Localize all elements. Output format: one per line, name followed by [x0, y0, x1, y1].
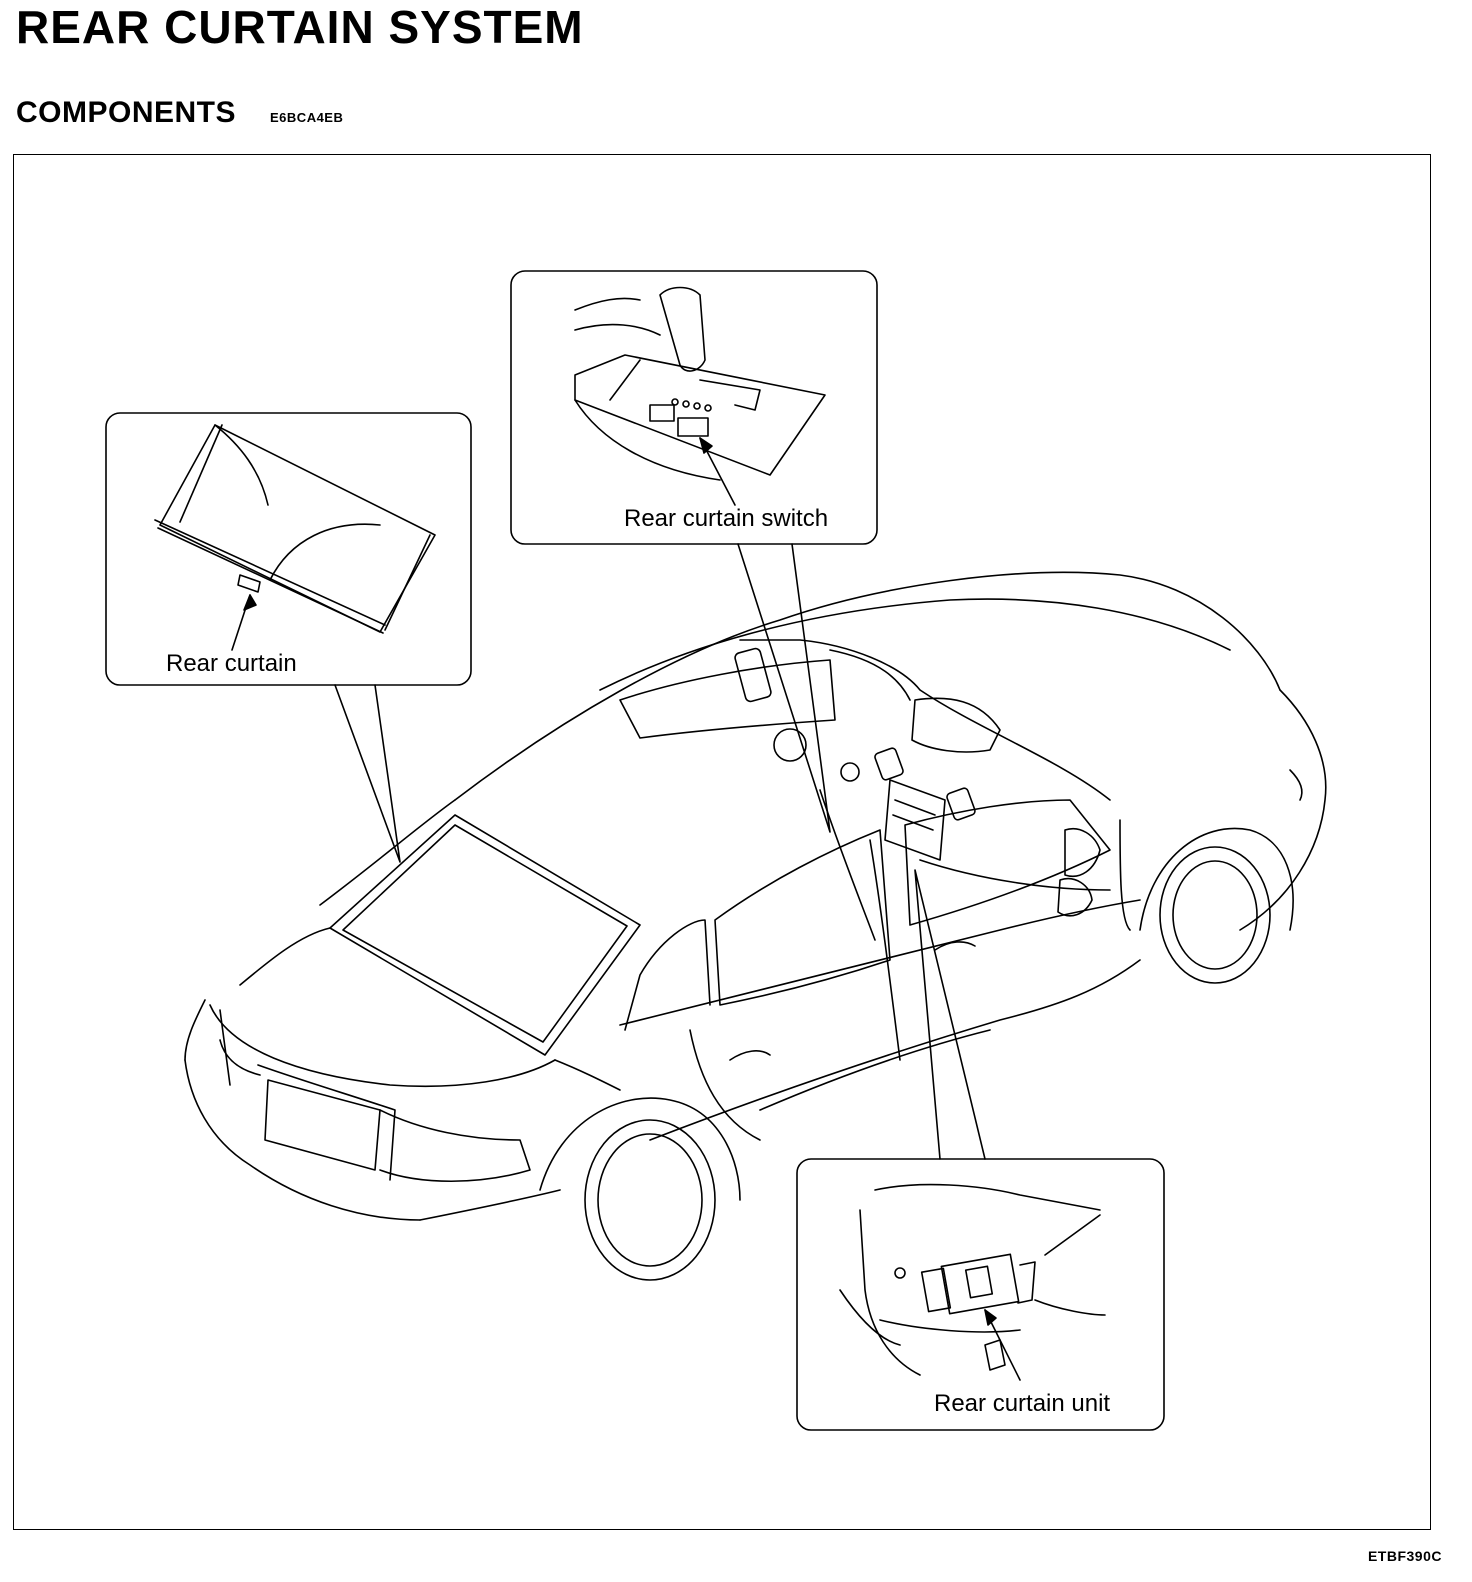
rear-curtain-label: Rear curtain [166, 650, 297, 677]
rear-curtain-unit-label: Rear curtain unit [934, 1390, 1111, 1417]
callout-rear-curtain-unit [796, 869, 1165, 1431]
figure-frame [13, 154, 1431, 1530]
rear-curtain-switch-label: Rear curtain switch [624, 505, 829, 532]
section-code: E6BCA4EB [270, 110, 344, 125]
section-header: COMPONENTS E6BCA4EB [16, 96, 343, 130]
callout-rear-curtain-switch [510, 270, 878, 833]
car-illustration [184, 571, 1327, 1281]
figure-code: ETBF390C [1367, 1548, 1442, 1564]
section-title: COMPONENTS [16, 96, 237, 129]
page-title: REAR CURTAIN SYSTEM [16, 1, 584, 53]
callout-rear-curtain [105, 412, 472, 863]
